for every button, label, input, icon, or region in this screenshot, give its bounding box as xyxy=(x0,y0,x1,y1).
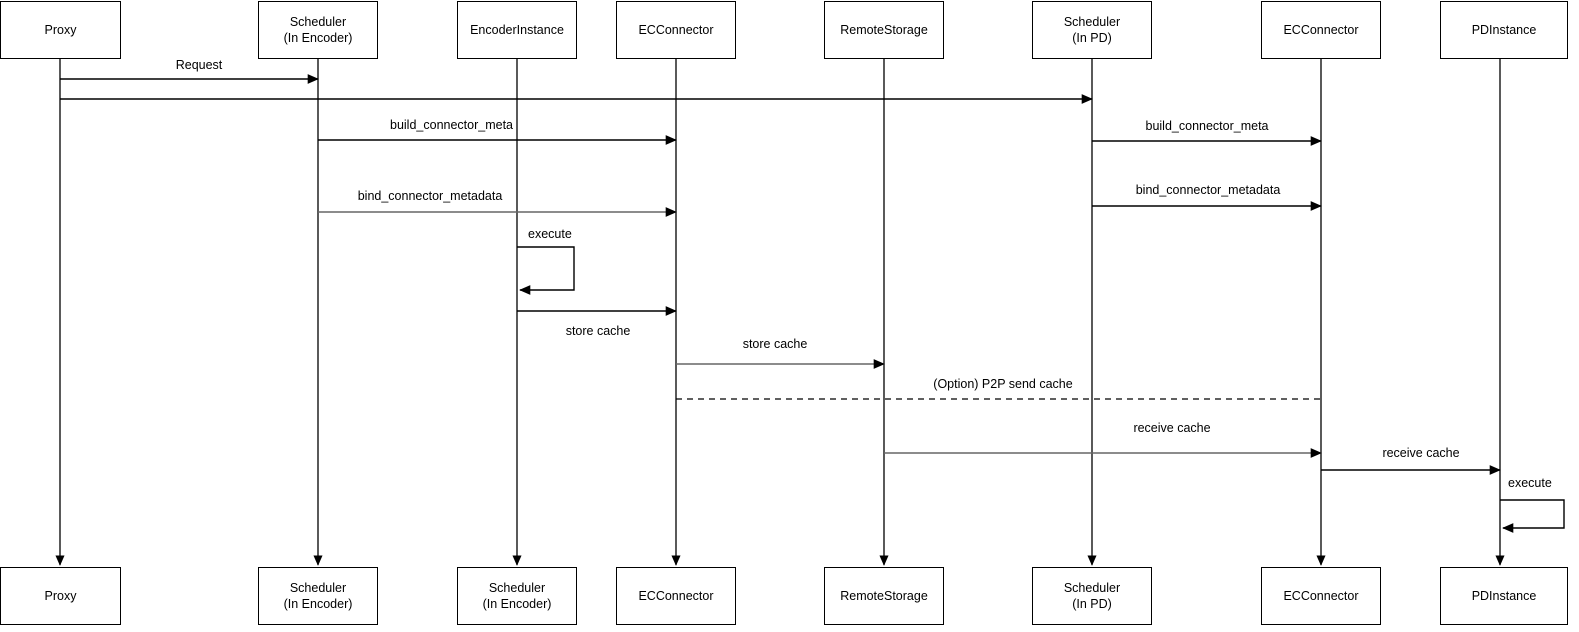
message-label-m8: store cache xyxy=(742,337,808,351)
message-label-m4: build_connector_meta xyxy=(1145,119,1269,133)
participant-footer-sched-enc[interactable]: Scheduler (In Encoder) xyxy=(258,567,378,625)
participant-header-remote-store[interactable]: RemoteStorage xyxy=(824,1,944,59)
participant-header-ecconn-pd[interactable]: ECConnector xyxy=(1261,1,1381,59)
self-message-s1 xyxy=(517,246,575,295)
participant-footer-ecconn-enc[interactable]: ECConnector xyxy=(616,567,736,625)
message-label-m5: bind_connector_metadata xyxy=(357,189,503,203)
participant-header-encoder-inst[interactable]: EncoderInstance xyxy=(457,1,577,59)
self-message-label-s1: execute xyxy=(528,227,572,241)
self-messages-group xyxy=(517,246,1565,533)
participant-footer-pd-inst[interactable]: PDInstance xyxy=(1440,567,1568,625)
message-label-m3: build_connector_meta xyxy=(390,118,513,132)
participant-header-proxy[interactable]: Proxy xyxy=(0,1,121,59)
participant-header-ecconn-enc[interactable]: ECConnector xyxy=(616,1,736,59)
message-label-m11: receive cache xyxy=(1382,446,1460,460)
participant-footer-sched-pd[interactable]: Scheduler (In PD) xyxy=(1032,567,1152,625)
participant-footer-proxy[interactable]: Proxy xyxy=(0,567,121,625)
participant-footer-ecconn-pd[interactable]: ECConnector xyxy=(1261,567,1381,625)
participant-footer-remote-store[interactable]: RemoteStorage xyxy=(824,567,944,625)
participant-header-pd-inst[interactable]: PDInstance xyxy=(1440,1,1568,59)
participant-header-sched-pd[interactable]: Scheduler (In PD) xyxy=(1032,1,1152,59)
self-message-label-s2: execute xyxy=(1508,476,1552,490)
self-message-s2 xyxy=(1500,499,1565,533)
message-label-m7: store cache xyxy=(565,324,631,338)
message-label-m9: (Option) P2P send cache xyxy=(933,377,1073,391)
lifelines-group xyxy=(55,59,1505,566)
participant-footer-encoder-inst[interactable]: Scheduler (In Encoder) xyxy=(457,567,577,625)
message-label-m10: receive cache xyxy=(1133,421,1211,435)
messages-group xyxy=(60,74,1501,475)
message-label-m6: bind_connector_metadata xyxy=(1135,183,1281,197)
participant-header-sched-enc[interactable]: Scheduler (In Encoder) xyxy=(258,1,378,59)
message-label-m1: Request xyxy=(175,58,223,72)
